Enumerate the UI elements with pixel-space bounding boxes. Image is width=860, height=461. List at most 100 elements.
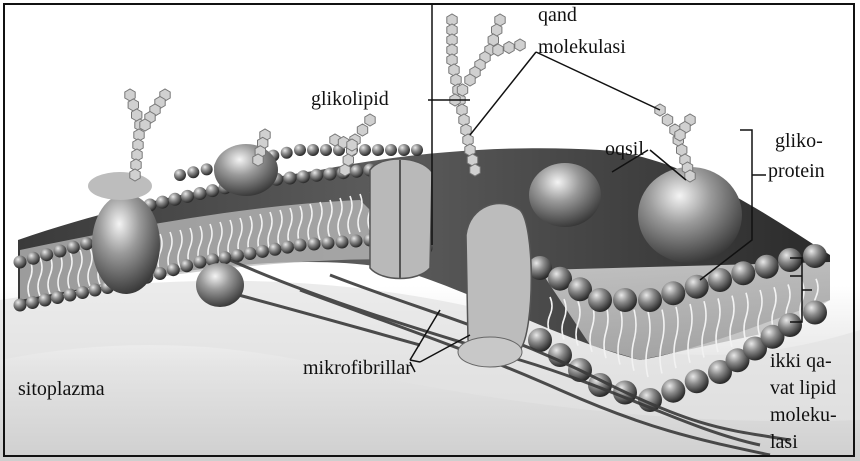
label-ikki-line2: vat lipid [770,377,836,400]
lipid-head [685,275,709,299]
lipid-head [64,289,77,302]
sugar-unit [447,54,457,66]
lipid-head [76,286,89,299]
lipid-head [14,299,27,312]
lipid-head [281,241,294,254]
label-ikki-line1: ikki qa- [770,350,832,373]
sugar-unit [347,139,357,151]
label-gliko-line2: protein [768,160,825,183]
label-ikki-line4: lasi [770,431,798,454]
sugar-unit [459,114,469,126]
lipid-head [180,259,193,272]
lipid-head [67,241,80,254]
lipid-head [14,256,27,269]
lipid-head [181,190,194,203]
protein-round-mid [529,163,601,227]
sugar-unit [365,114,375,126]
label-gliko-line1: gliko- [775,130,823,153]
sugar-unit [493,44,503,56]
sugar-unit [253,154,263,166]
lipid-head [778,248,802,272]
label-sitoplazma: sitoplazma [18,378,105,401]
sugar-unit [451,74,461,86]
sugar-unit [465,74,475,86]
lipid-head [27,252,40,265]
protein-big-base [458,337,522,367]
lipid-head [281,147,293,159]
lipid-head [310,169,323,182]
lipid-head [320,144,332,156]
lipid-head [294,239,307,252]
lipid-head [350,165,363,178]
lipid-head [661,379,685,403]
lipid-head [398,144,410,156]
label-qand-line2: molekulasi [538,36,626,59]
lipid-head [778,313,802,337]
lipid-head [685,369,709,393]
protein-small-bottom [196,263,244,307]
lipid-head [359,144,371,156]
lipid-head [206,184,219,197]
lipid-head [324,168,337,181]
lipid-head [307,144,319,156]
label-glikolipid: glikolipid [311,88,389,111]
lipid-head [256,245,269,258]
protein-big-transmembrane [466,204,531,359]
lipid-head [350,235,363,248]
lipid-head [297,170,310,183]
lipid-head [613,288,637,312]
sugar-unit [140,119,150,131]
lipid-head [174,169,186,181]
lipid-head [169,193,182,206]
sugar-unit [675,129,685,141]
lipid-head [187,166,199,178]
protein-left [92,194,160,294]
sugar-unit [357,124,367,136]
lipid-head [308,238,321,251]
lipid-head [269,243,282,256]
lipid-head [26,296,39,309]
lipid-head [294,144,306,156]
sugar-unit [504,42,514,54]
sugar-unit [515,39,525,51]
lipid-head [89,284,102,297]
lipid-head [201,163,213,175]
label-qand-line1: qand [538,4,577,27]
lipid-head [588,288,612,312]
sugar-unit [457,84,467,96]
lipid-head [755,255,779,279]
lipid-head [167,263,180,276]
sugar-unit [463,134,473,146]
sugar-unit [449,64,459,76]
lipid-head [80,237,93,250]
sugar-unit [457,104,467,116]
label-mikrofibrillar: mikrofibrillar [303,357,412,380]
lipid-head [385,144,397,156]
protein-small-top [214,144,278,196]
label-oqsil: oqsil [605,138,644,161]
lipid-head [244,247,257,260]
sugar-unit [685,170,695,182]
sugar-unit [470,164,480,176]
lipid-head [156,196,169,209]
lipid-head [40,248,53,261]
lipid-head [372,144,384,156]
sugar-unit [130,169,140,181]
lipid-head [322,237,335,250]
lipid-head [803,244,827,268]
lipid-head [336,236,349,249]
protein-left-top [88,172,152,200]
lipid-head [54,245,67,258]
lipid-head [194,256,207,269]
sugar-unit [662,114,672,126]
sugar-unit [461,124,471,136]
lipid-head [731,261,755,285]
lipid-head [803,301,827,325]
label-ikki-line3: moleku- [770,404,837,427]
lipid-head [661,281,685,305]
lipid-head [194,187,207,200]
lipid-head [284,172,297,185]
lipid-head [411,144,423,156]
